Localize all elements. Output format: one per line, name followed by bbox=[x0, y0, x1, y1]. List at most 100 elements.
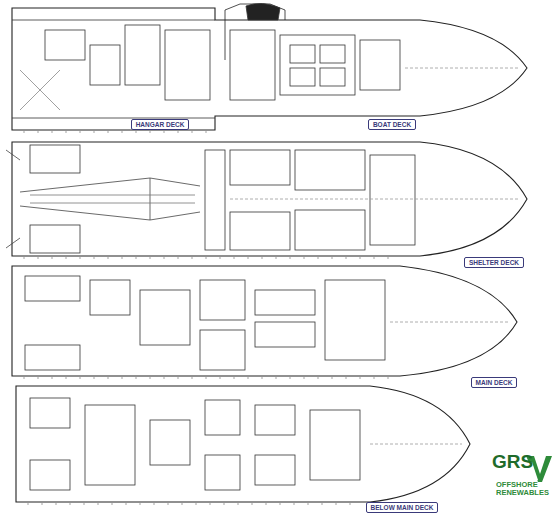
frame-tick bbox=[122, 131, 123, 133]
frame-tick bbox=[262, 377, 263, 379]
deck-name: BELOW MAIN DECK bbox=[371, 504, 434, 511]
frame-tick bbox=[24, 377, 25, 379]
frame-tick bbox=[206, 257, 207, 259]
frame-tick bbox=[80, 131, 81, 133]
frame-tick bbox=[52, 377, 53, 379]
frame-tick bbox=[252, 503, 253, 505]
frame-tick bbox=[290, 377, 291, 379]
frame-tick bbox=[140, 503, 141, 505]
hangar-boat-deck-plan bbox=[12, 3, 527, 130]
frame-tick bbox=[266, 503, 267, 505]
frame-tick bbox=[322, 503, 323, 505]
frame-tick bbox=[108, 257, 109, 259]
frame-tick bbox=[56, 503, 57, 505]
frame-tick bbox=[136, 131, 137, 133]
frame-tick bbox=[178, 377, 179, 379]
frame-tick bbox=[346, 377, 347, 379]
deck-name: HANGAR DECK bbox=[136, 121, 185, 128]
frame-tick bbox=[178, 131, 179, 133]
frame-tick bbox=[280, 503, 281, 505]
frame-tick bbox=[374, 257, 375, 259]
frame-tick bbox=[108, 131, 109, 133]
frame-tick bbox=[234, 377, 235, 379]
deck-name: BOAT DECK bbox=[373, 121, 411, 128]
frame-tick bbox=[42, 503, 43, 505]
frame-tick bbox=[150, 257, 151, 259]
main-deck-plan bbox=[12, 266, 517, 376]
frame-tick bbox=[332, 377, 333, 379]
frame-tick bbox=[276, 377, 277, 379]
frame-tick bbox=[80, 257, 81, 259]
frame-tick bbox=[192, 131, 193, 133]
deck-name: MAIN DECK bbox=[476, 379, 513, 386]
frame-tick bbox=[150, 131, 151, 133]
logo-subtitle: OFFSHORE RENEWABLES bbox=[496, 481, 554, 497]
frame-tick bbox=[350, 503, 351, 505]
frame-tick bbox=[210, 503, 211, 505]
deck-name-box: MAIN DECK bbox=[471, 377, 518, 388]
frame-tick bbox=[52, 257, 53, 259]
frame-tick bbox=[94, 131, 95, 133]
frame-tick bbox=[52, 131, 53, 133]
deck-name: SHELTER DECK bbox=[469, 259, 519, 266]
frame-tick bbox=[276, 257, 277, 259]
frame-tick bbox=[374, 377, 375, 379]
frame-tick bbox=[196, 503, 197, 505]
frame-tick bbox=[178, 257, 179, 259]
frame-tick bbox=[38, 131, 39, 133]
frame-tick bbox=[168, 503, 169, 505]
frame-tick bbox=[136, 377, 137, 379]
frame-tick bbox=[332, 257, 333, 259]
frame-tick bbox=[164, 377, 165, 379]
frame-tick bbox=[238, 503, 239, 505]
frame-tick bbox=[66, 257, 67, 259]
frame-tick bbox=[360, 257, 361, 259]
logo-text: GRS bbox=[492, 452, 533, 472]
frame-tick bbox=[94, 257, 95, 259]
frame-tick bbox=[84, 503, 85, 505]
frame-tick bbox=[24, 131, 25, 133]
frame-tick bbox=[108, 377, 109, 379]
frame-tick bbox=[192, 377, 193, 379]
frame-tick bbox=[224, 503, 225, 505]
frame-tick bbox=[388, 257, 389, 259]
deck-name-box: SHELTER DECK bbox=[464, 257, 524, 268]
frame-tick bbox=[126, 503, 127, 505]
frame-tick bbox=[234, 257, 235, 259]
frame-tick bbox=[136, 257, 137, 259]
frame-tick bbox=[38, 377, 39, 379]
shelter-deck-plan bbox=[6, 142, 527, 256]
deck-name-box: HANGAR DECK bbox=[131, 119, 190, 130]
frame-tick bbox=[346, 257, 347, 259]
frame-tick bbox=[304, 377, 305, 379]
frame-tick bbox=[80, 377, 81, 379]
frame-tick bbox=[294, 503, 295, 505]
frame-tick bbox=[70, 503, 71, 505]
frame-tick bbox=[164, 257, 165, 259]
frame-tick bbox=[28, 503, 29, 505]
frame-tick bbox=[360, 377, 361, 379]
frame-tick bbox=[66, 131, 67, 133]
frame-tick bbox=[112, 503, 113, 505]
frame-tick bbox=[182, 503, 183, 505]
frame-tick bbox=[38, 257, 39, 259]
frame-tick bbox=[192, 257, 193, 259]
frame-tick bbox=[122, 257, 123, 259]
frame-tick bbox=[290, 257, 291, 259]
frame-tick bbox=[154, 503, 155, 505]
deck-name-box: BELOW MAIN DECK bbox=[366, 502, 439, 513]
frame-tick bbox=[220, 257, 221, 259]
frame-tick bbox=[122, 377, 123, 379]
frame-tick bbox=[304, 257, 305, 259]
frame-tick bbox=[262, 257, 263, 259]
frame-tick bbox=[248, 377, 249, 379]
frame-tick bbox=[24, 257, 25, 259]
frame-tick bbox=[336, 503, 337, 505]
frame-tick bbox=[206, 131, 207, 133]
frame-tick bbox=[220, 377, 221, 379]
frame-tick bbox=[318, 257, 319, 259]
below-main-deck-plan bbox=[16, 386, 470, 502]
frame-tick bbox=[388, 377, 389, 379]
frame-tick bbox=[318, 377, 319, 379]
frame-tick bbox=[150, 377, 151, 379]
